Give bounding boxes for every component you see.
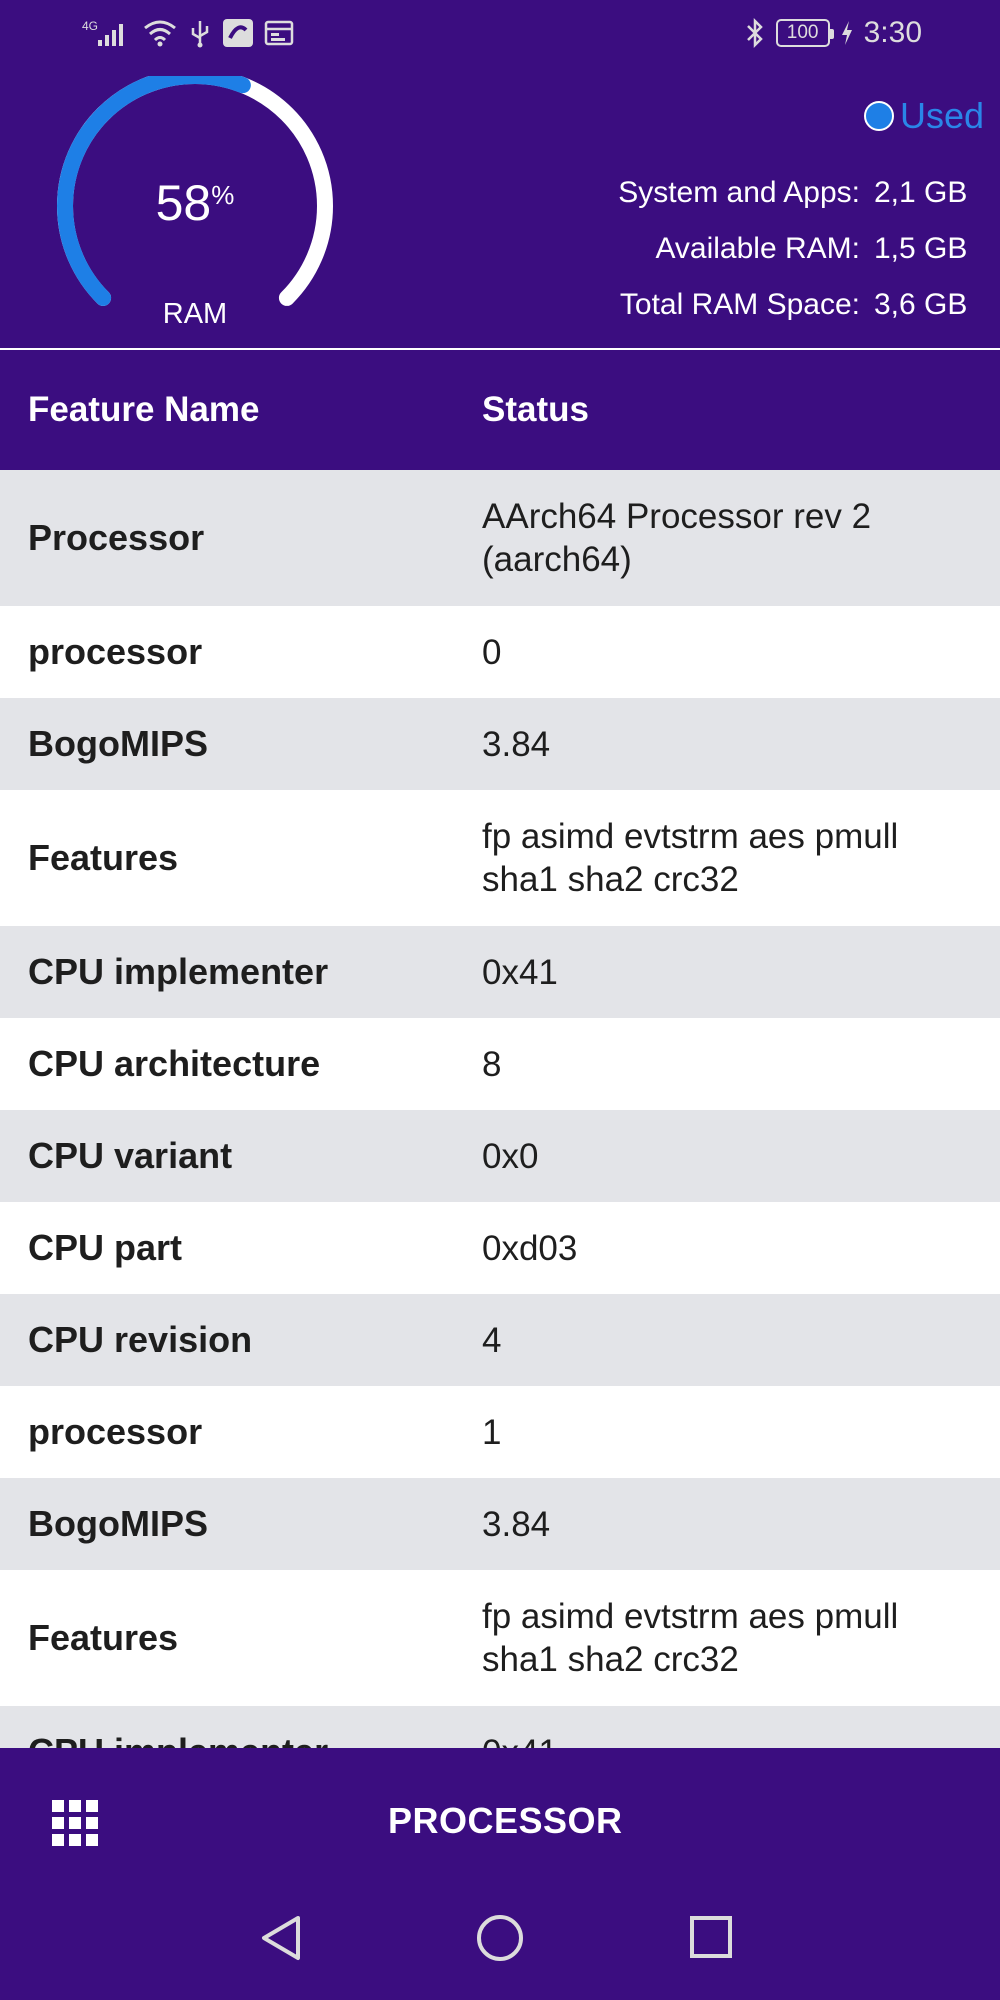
feature-status-cell: 8	[482, 1044, 502, 1084]
feature-name-cell: Features	[28, 1617, 179, 1658]
feature-name-cell: processor	[28, 631, 203, 672]
table-row: BogoMIPS 3.84	[0, 698, 1000, 790]
ram-info-label: Total RAM Space:	[619, 288, 860, 321]
ram-info-value: 1,5 GB	[874, 232, 968, 265]
feature-name-cell: CPU part	[28, 1227, 183, 1268]
table-row: CPU revision 4	[0, 1294, 1000, 1386]
ram-info-row: Available RAM: 1,5 GB	[618, 228, 972, 284]
bluetooth-icon	[746, 17, 763, 49]
table-row: BogoMIPS 3.84	[0, 1478, 1000, 1570]
feature-status-cell: 4	[482, 1320, 502, 1360]
feature-name-cell: CPU variant	[28, 1135, 233, 1176]
feature-name-cell: BogoMIPS	[28, 1503, 208, 1544]
ram-info: System and Apps: 2,1 GB Available RAM: 1,5 …	[618, 172, 972, 340]
wifi-icon	[144, 20, 176, 47]
recent-apps-icon[interactable]	[672, 1898, 752, 1978]
legend-dot-icon	[863, 101, 894, 131]
signal-icon: 4G	[82, 19, 123, 46]
app-notification-icon	[223, 19, 253, 47]
ram-percent-value: 58	[155, 175, 212, 231]
column-header-feature-name: Feature Name	[28, 390, 260, 429]
ram-info-value: 3,6 GB	[874, 288, 968, 321]
feature-name-cell: BogoMIPS	[28, 723, 208, 764]
feature-status-cell: 3.84	[482, 1504, 551, 1544]
feature-status-cell: fp asimd evtstrm aes pmull sha1 sha2 crc…	[482, 1597, 899, 1679]
section-title: PROCESSOR	[388, 1800, 623, 1841]
charging-icon	[841, 21, 852, 45]
ram-percent: 58%	[50, 174, 340, 232]
clock: 3:30	[863, 16, 922, 49]
feature-status-cell: fp asimd evtstrm aes pmull sha1 sha2 crc…	[482, 817, 899, 899]
feature-name-cell: Processor	[28, 517, 205, 558]
network-type: 4G	[82, 19, 98, 33]
usb-icon	[191, 21, 209, 48]
feature-status-cell: 0	[482, 632, 502, 672]
table-row: Processor AArch64 Processor rev 2 (aarch6…	[0, 470, 1000, 606]
table-row: Features fp asimd evtstrm aes pmull sha1 …	[0, 790, 1000, 926]
ram-gauge-ring	[57, 76, 333, 306]
feature-status-cell: 0xd03	[482, 1228, 578, 1268]
ram-info-row: System and Apps: 2,1 GB	[618, 172, 972, 228]
status-icons-left: 4G	[82, 18, 294, 48]
home-icon[interactable]	[460, 1898, 540, 1978]
back-icon[interactable]	[246, 1898, 326, 1978]
calendar-icon	[264, 20, 294, 46]
table-row: processor 1	[0, 1386, 1000, 1478]
feature-status-cell: 3.84	[482, 724, 551, 764]
feature-name-cell: CPU revision	[28, 1319, 253, 1360]
grid-icon[interactable]	[52, 1800, 98, 1846]
column-header-status: Status	[482, 390, 589, 429]
feature-status-cell: 0x41	[482, 952, 558, 992]
feature-name-cell: CPU implementer	[28, 1731, 328, 1748]
ram-info-value: 2,1 GB	[874, 176, 968, 209]
table-row: Features fp asimd evtstrm aes pmull sha1 …	[0, 1570, 1000, 1706]
ram-info-label: System and Apps:	[618, 176, 860, 209]
table-row: CPU implementer 0x41	[0, 1706, 1000, 1748]
table-row: processor 0	[0, 606, 1000, 698]
feature-status-cell: 0x41	[482, 1731, 962, 1749]
ram-gauge-label: RAM	[162, 298, 228, 330]
table-row: CPU part 0xd03	[0, 1202, 1000, 1294]
ram-info-label: Available RAM:	[655, 232, 860, 265]
ram-percent-sign: %	[211, 180, 235, 210]
table-row: CPU variant 0x0	[0, 1110, 1000, 1202]
battery-icon: 100	[775, 19, 834, 47]
header-divider	[0, 348, 1000, 350]
ram-info-row: Total RAM Space: 3,6 GB	[618, 284, 972, 340]
ram-gauge: 58% RAM	[50, 76, 340, 336]
app-header: 4G	[0, 0, 1000, 348]
feature-name-cell: CPU implementer	[28, 951, 329, 992]
feature-status-cell: AArch64 Processor rev 2 (aarch64)	[482, 497, 872, 579]
table-header: Feature Name Status	[0, 350, 1000, 470]
status-bar: 4G	[0, 0, 1000, 70]
feature-name-cell: Features	[28, 837, 179, 878]
feature-status-cell: 1	[482, 1412, 502, 1452]
feature-table[interactable]: Processor AArch64 Processor rev 2 (aarch6…	[0, 470, 1000, 1748]
gauge-used-arc	[57, 76, 251, 306]
feature-name-cell: CPU architecture	[28, 1043, 321, 1084]
bottom-bar: PROCESSOR	[0, 1748, 1000, 2000]
table-row: CPU architecture 8	[0, 1018, 1000, 1110]
system-navigation-bar	[0, 1898, 1000, 1998]
legend-used: Used	[863, 95, 984, 137]
legend-used-label: Used	[899, 95, 984, 136]
feature-status-cell: 0x0	[482, 1136, 539, 1176]
feature-name-cell: processor	[28, 1411, 203, 1452]
table-row: CPU implementer 0x41	[0, 926, 1000, 1018]
status-icons-right: 100 3:30	[744, 16, 922, 50]
